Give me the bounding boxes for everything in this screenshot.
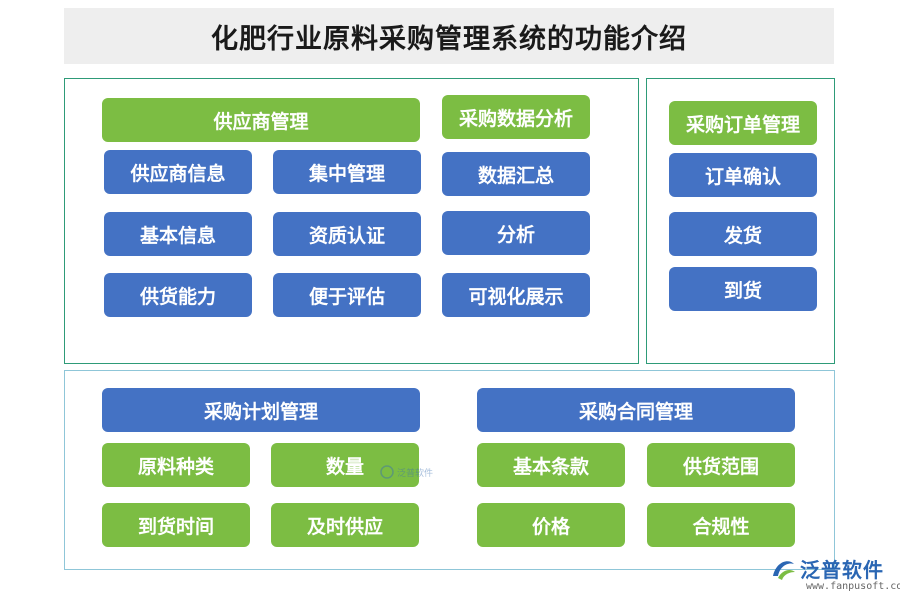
analysis-item-summary: 数据汇总 [442, 152, 590, 196]
watermark-center: 泛普软件 [380, 462, 440, 482]
plan-item-quantity: 数量 [271, 443, 419, 487]
analysis-item-analyze: 分析 [442, 211, 590, 255]
plan-item-timely-supply: 及时供应 [271, 503, 419, 547]
plan-item-arrival-time: 到货时间 [102, 503, 250, 547]
order-item-arrive: 到货 [669, 267, 817, 311]
order-header: 采购订单管理 [669, 101, 817, 145]
contract-item-supply-scope: 供货范围 [647, 443, 795, 487]
contract-header: 采购合同管理 [477, 388, 795, 432]
analysis-header: 采购数据分析 [442, 95, 590, 139]
supplier-header: 供应商管理 [102, 98, 420, 142]
watermark-logo-icon [380, 465, 394, 479]
contract-item-compliance: 合规性 [647, 503, 795, 547]
logo-url-text: www.fanpusoft.com [806, 581, 900, 592]
plan-item-material-type: 原料种类 [102, 443, 250, 487]
brand-logo: 泛普软件 www.fanpusoft.com [770, 554, 900, 596]
plan-header: 采购计划管理 [102, 388, 420, 432]
supplier-item-central: 集中管理 [273, 150, 421, 194]
analysis-item-visualize: 可视化展示 [442, 273, 590, 317]
order-item-ship: 发货 [669, 212, 817, 256]
fanpu-logo-icon [773, 561, 795, 580]
supplier-item-basic: 基本信息 [104, 212, 252, 256]
supplier-item-capacity: 供货能力 [104, 273, 252, 317]
contract-item-price: 价格 [477, 503, 625, 547]
supplier-item-evaluate: 便于评估 [273, 273, 421, 317]
logo-brand-text: 泛普软件 [800, 558, 884, 582]
order-item-confirm: 订单确认 [669, 153, 817, 197]
supplier-item-info: 供应商信息 [104, 150, 252, 194]
contract-item-basic-terms: 基本条款 [477, 443, 625, 487]
page-title: 化肥行业原料采购管理系统的功能介绍 [64, 8, 834, 64]
watermark-center-text: 泛普软件 [397, 468, 434, 479]
supplier-item-qualification: 资质认证 [273, 212, 421, 256]
